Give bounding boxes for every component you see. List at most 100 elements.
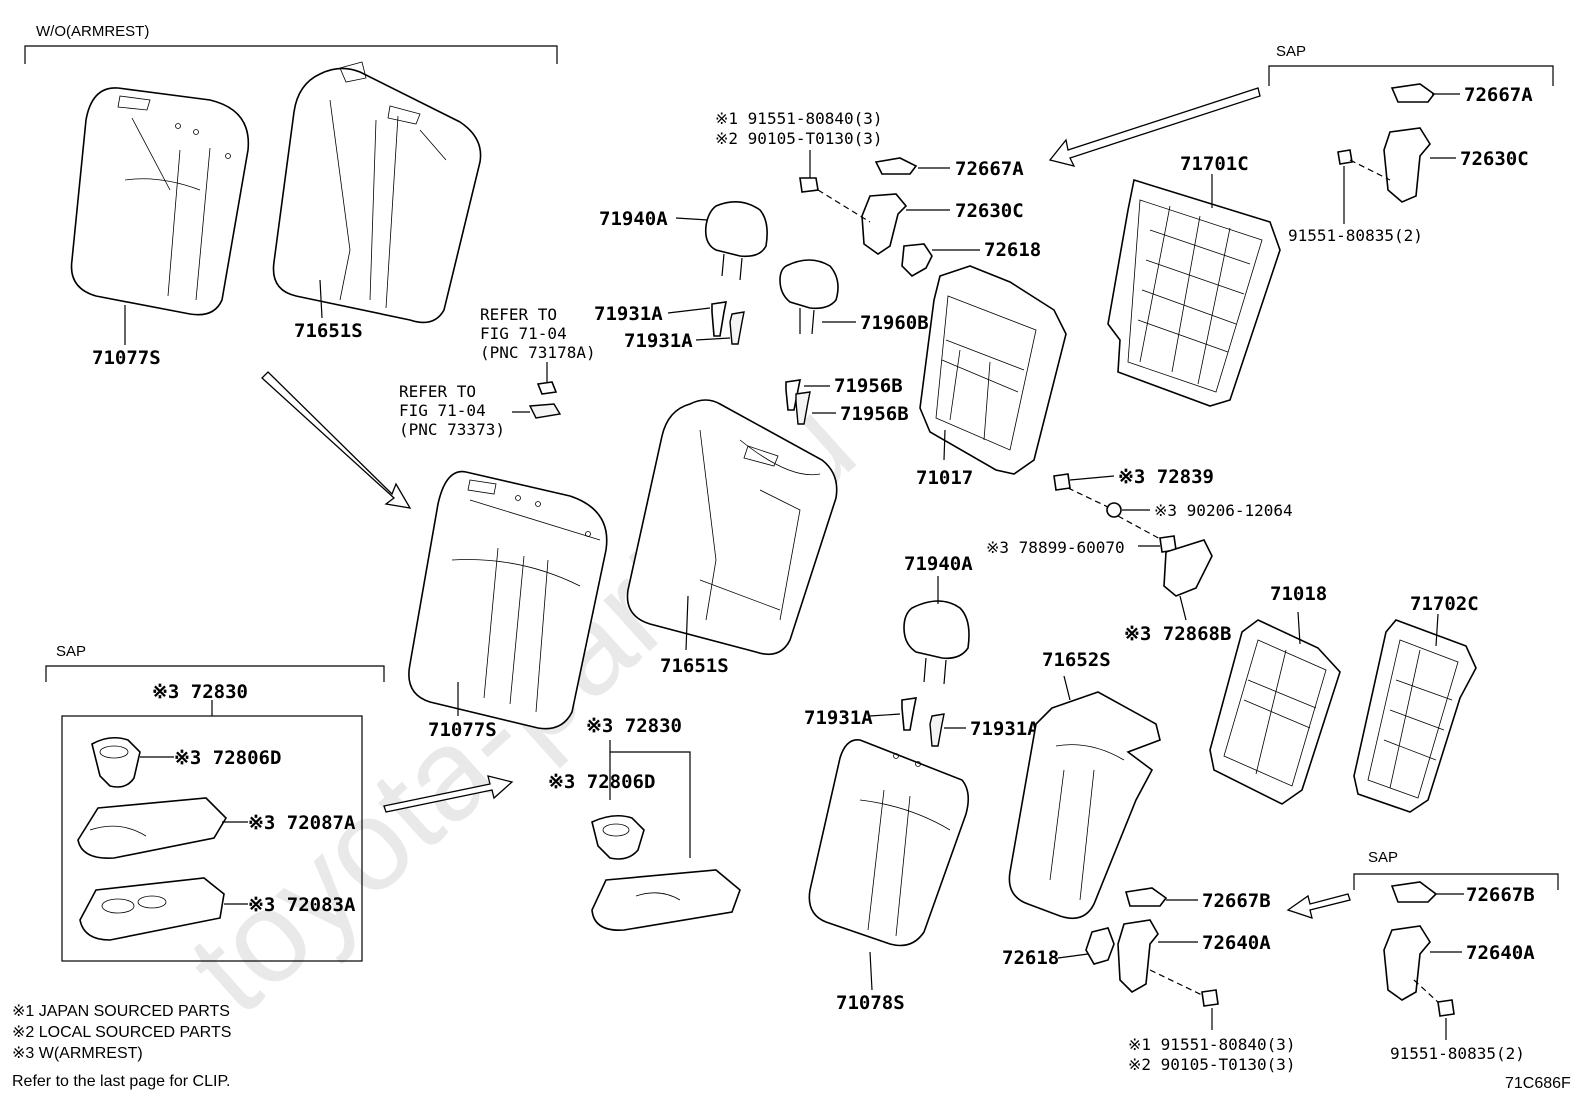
cover-72868b[interactable] xyxy=(1163,539,1213,621)
ref2-line3: (PNC 73373) xyxy=(399,420,505,439)
label-71940a-top: 71940A xyxy=(599,208,668,230)
label-72640a-sap: 72640A xyxy=(1466,942,1535,964)
seatback-pad-71651s-top[interactable] xyxy=(272,61,482,324)
label-72618-bottom: 72618 xyxy=(1002,947,1059,969)
label-71651s-mid: 71651S xyxy=(660,655,729,677)
bolt-sap-top: 91551-80835(2) xyxy=(1288,226,1423,245)
label-71077s-top: 71077S xyxy=(92,347,161,369)
headrest-guide-71956b[interactable] xyxy=(785,379,836,425)
bracket-72640a-sap[interactable] xyxy=(1383,925,1462,1040)
label-72640a-mid: 72640A xyxy=(1202,932,1271,954)
label-72667a-mid: 72667A xyxy=(955,158,1024,180)
seatback-frame-71018[interactable] xyxy=(1209,611,1341,805)
label-72083a: ※3 72083A xyxy=(248,894,356,916)
label-71960b: 71960B xyxy=(860,312,929,334)
seatback-cover-71077s-mid[interactable] xyxy=(408,470,608,730)
refer-to-73178a: REFER TO FIG 71-04 (PNC 73178A) xyxy=(480,305,596,395)
armrest-72830-mid[interactable] xyxy=(591,869,741,931)
screw-78899[interactable] xyxy=(1138,535,1177,553)
back-board-71701c[interactable] xyxy=(1107,174,1281,407)
label-90206: ※3 90206-12064 xyxy=(1154,501,1293,520)
bolt-bottom-line2: ※2 90105-T0130(3) xyxy=(1128,1055,1296,1074)
label-71931a-top1: 71931A xyxy=(594,303,663,325)
label-71956b-1: 71956B xyxy=(834,375,903,397)
refer-to-73373: REFER TO FIG 71-04 (PNC 73373) xyxy=(399,382,562,439)
label-72087a: ※3 72087A xyxy=(248,812,356,834)
wo-armrest-group: W/O(ARMREST) xyxy=(24,23,558,64)
note-armrest: ※3 W(ARMREST) xyxy=(12,1045,143,1062)
label-72839: ※3 72839 xyxy=(1118,466,1214,488)
back-board-71702c[interactable] xyxy=(1353,613,1477,813)
cover-72667b-sap[interactable] xyxy=(1390,881,1464,903)
bracket-72630c-sap[interactable] xyxy=(1337,127,1456,224)
label-71931a-bottom1: 71931A xyxy=(804,707,873,729)
label-72806d-left: ※3 72806D xyxy=(174,747,281,769)
seatback-cover-71078s[interactable] xyxy=(808,739,970,991)
cup-holder-72806d-mid[interactable] xyxy=(591,814,645,860)
bolt-top-line2: ※2 90105-T0130(3) xyxy=(715,129,883,148)
wo-armrest-header: W/O(ARMREST) xyxy=(36,23,149,40)
sap-top-group: SAP xyxy=(1048,43,1554,167)
headrest-71940a-bottom[interactable] xyxy=(903,576,970,685)
footnotes: ※1 JAPAN SOURCED PARTS ※2 LOCAL SOURCED … xyxy=(12,1003,231,1090)
clip-72618-top[interactable] xyxy=(901,243,980,277)
label-72830-left: ※3 72830 xyxy=(152,681,248,703)
bolt-top[interactable] xyxy=(799,150,871,223)
label-71651s-top: 71651S xyxy=(294,320,363,342)
arrow-to-armrest-mid xyxy=(383,775,514,813)
armrest-group-mid: ※3 72830 ※3 72806D xyxy=(548,715,691,858)
label-71077s-mid: 71077S xyxy=(428,719,497,741)
cover-72667b-mid[interactable] xyxy=(1124,887,1198,907)
ref2-line2: FIG 71-04 xyxy=(399,401,486,420)
label-71931a-top2: 71931A xyxy=(624,330,693,352)
label-71956b-2: 71956B xyxy=(840,403,909,425)
label-71701c: 71701C xyxy=(1180,153,1249,175)
label-72630c-mid: 72630C xyxy=(955,200,1024,222)
bolt-72839[interactable] xyxy=(1053,473,1115,509)
arrow-to-armrest-variant xyxy=(261,371,412,509)
label-71078s: 71078S xyxy=(836,992,905,1014)
label-72868b: ※3 72868B xyxy=(1124,623,1231,645)
label-71018: 71018 xyxy=(1270,583,1327,605)
seatback-pad-71652s[interactable] xyxy=(1008,675,1161,920)
label-72667b-mid: 72667B xyxy=(1202,890,1271,912)
label-71652s: 71652S xyxy=(1042,649,1111,671)
bracket-72630c-mid[interactable] xyxy=(861,193,950,255)
bolt-sap-bottom: 91551-80835(2) xyxy=(1390,1044,1525,1063)
headrest-71960b[interactable] xyxy=(779,259,856,335)
headrest-71940a-top[interactable] xyxy=(675,201,768,281)
sap-left-group: SAP xyxy=(45,643,385,962)
sap-top-header: SAP xyxy=(1276,43,1306,60)
label-71931a-bottom2: 71931A xyxy=(970,718,1039,740)
label-71017: 71017 xyxy=(916,467,973,489)
headrest-guide-71931a-bottom[interactable] xyxy=(869,697,966,747)
clip-72618-bottom[interactable] xyxy=(1057,927,1115,965)
cover-72667a-mid[interactable] xyxy=(874,157,950,175)
diagram-id: 71C686F xyxy=(1505,1075,1571,1092)
bolt-top-line1: ※1 91551-80840(3) xyxy=(715,109,883,128)
bracket-72640a-mid[interactable] xyxy=(1117,919,1219,1030)
seatback-cover-71077s-top[interactable] xyxy=(70,87,250,345)
seatback-frame-71017[interactable] xyxy=(919,265,1067,475)
seatback-pad-71651s-mid[interactable] xyxy=(626,399,838,656)
ref2-line1: REFER TO xyxy=(399,382,476,401)
label-72618-top: 72618 xyxy=(984,239,1041,261)
armrest-72083a[interactable] xyxy=(79,877,248,941)
ref1-line3: (PNC 73178A) xyxy=(480,343,596,362)
note-japan: ※1 JAPAN SOURCED PARTS xyxy=(12,1003,230,1020)
label-71940a-bottom: 71940A xyxy=(904,553,973,575)
armrest-72087a[interactable] xyxy=(77,797,248,859)
label-72667a-sap: 72667A xyxy=(1464,84,1533,106)
cup-holder-72806d-left[interactable] xyxy=(91,736,174,788)
headrest-guide-71931a-top[interactable] xyxy=(667,301,745,345)
sap-bottom-header: SAP xyxy=(1368,849,1398,866)
note-local: ※2 LOCAL SOURCED PARTS xyxy=(12,1024,231,1041)
label-72667b-sap: 72667B xyxy=(1466,884,1535,906)
label-71702c: 71702C xyxy=(1410,593,1479,615)
sap-bottom-group: SAP xyxy=(1286,849,1559,919)
label-78899: ※3 78899-60070 xyxy=(986,538,1125,557)
nut-90206[interactable] xyxy=(1106,502,1163,541)
note-clip: Refer to the last page for CLIP. xyxy=(12,1073,231,1090)
cover-72667a-sap[interactable] xyxy=(1390,83,1460,103)
